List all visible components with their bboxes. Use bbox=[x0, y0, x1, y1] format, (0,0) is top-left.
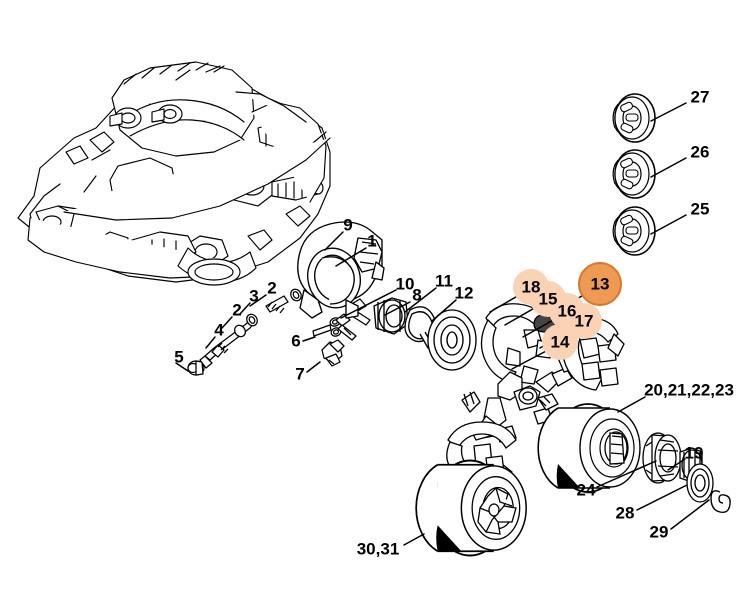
leader-line-29 bbox=[670, 499, 710, 530]
leader-line-10 bbox=[340, 289, 397, 319]
part-label-2: 2 bbox=[232, 300, 242, 320]
leader-line-2 bbox=[221, 316, 233, 329]
leader-line-25 bbox=[650, 214, 687, 235]
part-20-23-clutch-drum bbox=[537, 403, 731, 514]
part-label-11: 11 bbox=[435, 271, 453, 291]
part-8-needle-bearing bbox=[373, 297, 409, 335]
part-24-rim-sprocket bbox=[642, 432, 682, 484]
leader-line-27 bbox=[650, 102, 687, 122]
leader-line-8 bbox=[384, 301, 411, 316]
part-28-washer bbox=[686, 463, 714, 503]
part-label-30-31: 30,31 bbox=[356, 539, 400, 559]
part-label-19: 19 bbox=[684, 443, 704, 463]
part-label-13: 13 bbox=[590, 274, 610, 294]
part-7-oil-fitting bbox=[321, 339, 345, 367]
leader-line-6 bbox=[302, 336, 316, 342]
part-12-clutch-washer bbox=[427, 309, 477, 371]
part-label-5: 5 bbox=[174, 347, 184, 367]
part-label-12: 12 bbox=[454, 283, 474, 303]
part-label-1: 1 bbox=[367, 231, 377, 251]
leader-line-24 bbox=[596, 460, 657, 488]
part-label-2: 2 bbox=[267, 278, 277, 298]
part-label-25: 25 bbox=[690, 199, 710, 219]
part-label-28: 28 bbox=[615, 503, 635, 523]
part-30-31-rim-sprocket bbox=[415, 459, 528, 557]
leader-line-19 bbox=[667, 458, 686, 471]
part-6-shims bbox=[312, 317, 342, 337]
leader-line-4 bbox=[205, 336, 216, 349]
part-label-14: 14 bbox=[550, 332, 570, 352]
part-label-24: 24 bbox=[576, 480, 596, 500]
leader-line-7 bbox=[306, 361, 321, 373]
bearing-stack bbox=[612, 93, 656, 256]
leader-line-26 bbox=[650, 157, 687, 178]
part-20-23-drum-hub bbox=[604, 431, 628, 465]
leader-line-30-31 bbox=[403, 533, 425, 546]
drive-components bbox=[373, 297, 477, 371]
part-label-15: 15 bbox=[538, 289, 558, 309]
leader-line-2 bbox=[249, 294, 267, 307]
part-label-8: 8 bbox=[412, 285, 422, 305]
part-label-6: 6 bbox=[291, 331, 301, 351]
part-29-e-clip bbox=[710, 490, 731, 514]
leader-line-1 bbox=[335, 247, 367, 267]
part-label-4: 4 bbox=[214, 320, 224, 340]
part-label-17: 17 bbox=[574, 311, 594, 331]
part-label-26: 26 bbox=[690, 142, 710, 162]
part-label-3: 3 bbox=[249, 286, 259, 306]
part-label-7: 7 bbox=[295, 364, 305, 384]
leader-line-3 bbox=[239, 302, 251, 315]
part-label-16: 16 bbox=[557, 301, 577, 321]
part-3-spring bbox=[265, 295, 289, 314]
part-label-27: 27 bbox=[690, 87, 710, 107]
part-label-20-21-22-23: 20,21,22,23 bbox=[644, 380, 734, 400]
small-hardware-parts bbox=[187, 248, 371, 376]
leader-line-12 bbox=[431, 299, 457, 322]
part-label-9: 9 bbox=[343, 215, 353, 235]
leader-line-5 bbox=[175, 362, 189, 372]
part-5-nut bbox=[187, 360, 205, 376]
part-label-29: 29 bbox=[649, 522, 669, 542]
leader-line-20-21-22-23 bbox=[617, 396, 646, 413]
part-2-washer-upper bbox=[290, 288, 302, 302]
leader-line-9 bbox=[324, 231, 344, 251]
engine-housing-drawing bbox=[17, 61, 331, 286]
leader-line-14 bbox=[511, 348, 551, 370]
leader-line-28 bbox=[636, 484, 688, 511]
highlight-circle-14 bbox=[542, 324, 578, 360]
leader-line-11 bbox=[404, 287, 437, 313]
part-label-10: 10 bbox=[395, 274, 415, 294]
part-2-washer-lower bbox=[246, 313, 258, 327]
part-1-chain-sprocket-cover bbox=[297, 221, 385, 319]
part-11-circlip bbox=[404, 306, 437, 349]
part-4-shaft bbox=[199, 317, 257, 369]
highlight-circle-13 bbox=[578, 262, 622, 306]
part-label-18: 18 bbox=[521, 277, 541, 297]
